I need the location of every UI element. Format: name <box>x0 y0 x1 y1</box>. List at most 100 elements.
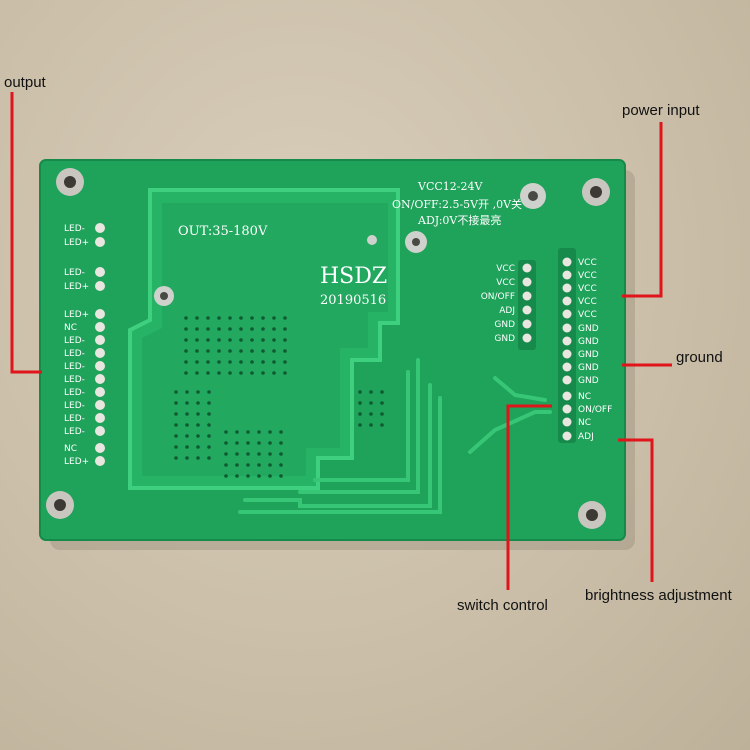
left-connector-pads <box>95 223 105 466</box>
via-dot <box>224 441 228 445</box>
pin-label: LED- <box>64 388 85 398</box>
via-dot <box>261 327 265 331</box>
via-dot <box>246 441 250 445</box>
via-dot <box>380 390 384 394</box>
output-callout-line <box>10 92 42 374</box>
via-dot <box>257 441 261 445</box>
via-dot <box>185 412 189 416</box>
pin-label: LED+ <box>64 238 89 248</box>
via-dot <box>228 327 232 331</box>
pin-label: GND <box>578 350 599 360</box>
via-dot <box>272 349 276 353</box>
via-dot <box>246 430 250 434</box>
via-dot <box>195 327 199 331</box>
via-dot <box>228 349 232 353</box>
output-label: output <box>4 74 46 91</box>
via-dot <box>196 390 200 394</box>
via-dot <box>261 316 265 320</box>
output-voltage-text: OUT:35-180V <box>178 224 268 239</box>
via-dot <box>261 349 265 353</box>
via-dot <box>217 316 221 320</box>
via-dot <box>224 430 228 434</box>
via-dot <box>261 338 265 342</box>
via-dot <box>272 360 276 364</box>
pin-label: GND <box>494 334 515 344</box>
switch-control-label: switch control <box>457 597 548 614</box>
pin-label: LED- <box>64 349 85 359</box>
mounting-hole <box>582 178 610 206</box>
mounting-hole <box>46 491 74 519</box>
via-dot <box>195 349 199 353</box>
via-dot <box>358 390 362 394</box>
via-dot <box>174 390 178 394</box>
via-dot <box>174 434 178 438</box>
via-dot <box>261 360 265 364</box>
via-dot <box>369 423 373 427</box>
right-connector-pads <box>558 248 576 443</box>
pcb-traces <box>238 358 552 514</box>
via-dot <box>196 456 200 460</box>
via-dot <box>246 463 250 467</box>
via-dot <box>279 474 283 478</box>
via-dot <box>224 474 228 478</box>
pin-label: NC <box>578 392 591 402</box>
pin-label: NC <box>64 323 77 333</box>
via-dot <box>207 412 211 416</box>
pin-label: ADJ <box>499 306 515 316</box>
pin-label: NC <box>578 418 591 428</box>
pin-label: VCC <box>496 278 515 288</box>
via-dot <box>250 360 254 364</box>
via-dot <box>185 434 189 438</box>
via-dot <box>196 445 200 449</box>
brightness-callout-line <box>618 438 654 582</box>
via-dot <box>217 338 221 342</box>
via-dot <box>239 316 243 320</box>
via-dot <box>250 338 254 342</box>
via-dot <box>195 371 199 375</box>
via-dot <box>257 463 261 467</box>
via-dot <box>239 371 243 375</box>
pin-label: ON/OFF <box>481 292 515 302</box>
via-dot <box>369 390 373 394</box>
via-dot <box>217 327 221 331</box>
via-dot <box>174 412 178 416</box>
pin-label: LED- <box>64 268 85 278</box>
pin-label: VCC <box>578 297 597 307</box>
switch-control-callout-line <box>506 404 552 590</box>
via-dot <box>195 338 199 342</box>
spec-line: ON/OFF:2.5-5V开 ,0V关 <box>392 197 522 211</box>
via-dot <box>207 434 211 438</box>
date-code-text: 20190516 <box>320 293 386 308</box>
via-dot <box>358 401 362 405</box>
pin-label: LED- <box>64 401 85 411</box>
via-dot <box>196 412 200 416</box>
pin-label: LED- <box>64 362 85 372</box>
via-dot <box>174 445 178 449</box>
via-dot <box>239 338 243 342</box>
spec-line: ADJ:0V不接最亮 <box>417 213 501 227</box>
via-dot <box>196 434 200 438</box>
pin-label: NC <box>64 444 77 454</box>
via-dot <box>250 316 254 320</box>
pin-label: LED- <box>64 414 85 424</box>
pin-label: GND <box>578 324 599 334</box>
via-dot <box>279 430 283 434</box>
via-dot <box>235 452 239 456</box>
via-dot <box>228 338 232 342</box>
via-dot <box>207 456 211 460</box>
pin-label: LED+ <box>64 282 89 292</box>
via-dot <box>268 463 272 467</box>
via-dot <box>206 349 210 353</box>
mounting-hole <box>56 168 84 196</box>
via-dot <box>369 401 373 405</box>
via-dot <box>283 327 287 331</box>
via-dot <box>250 327 254 331</box>
via-dot <box>207 401 211 405</box>
via-dot <box>174 401 178 405</box>
via-dot <box>207 423 211 427</box>
pin-label: ADJ <box>578 432 594 442</box>
via-dot <box>257 452 261 456</box>
via-dot <box>279 463 283 467</box>
via-dot <box>217 349 221 353</box>
via-dot <box>358 423 362 427</box>
